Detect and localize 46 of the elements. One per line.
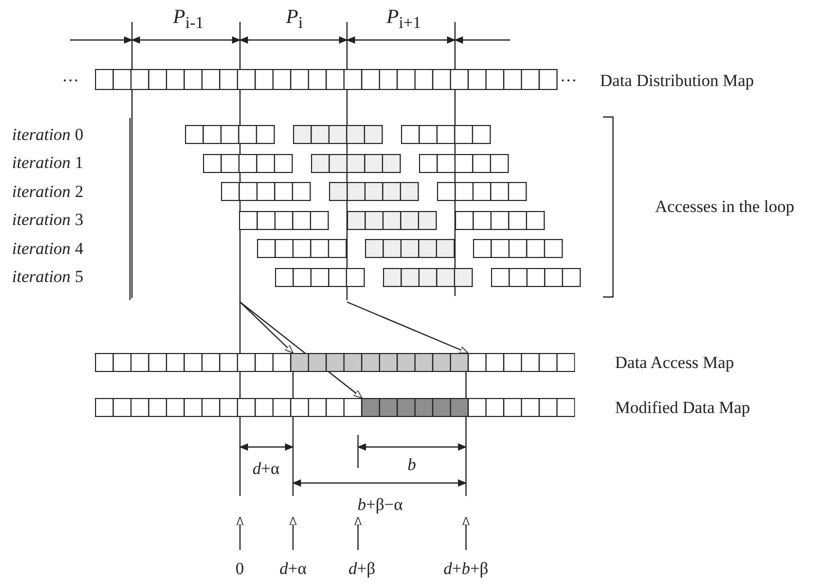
arrow	[240, 302, 294, 354]
group-label: Accesses in the loop	[655, 198, 794, 214]
access-block	[293, 125, 383, 144]
map-label: ···	[62, 72, 79, 88]
iteration-label: iteration 0	[12, 126, 84, 142]
access-block	[203, 154, 293, 172]
access-block	[329, 182, 419, 201]
position-label: d+β	[348, 560, 376, 576]
iteration-label: iteration 4	[12, 240, 84, 256]
map-label: Modified Data Map	[615, 398, 750, 416]
partition-label: P$_{i-1}$	[173, 7, 204, 32]
position-label: d+α	[280, 560, 306, 576]
access-block	[437, 182, 527, 201]
arrow	[346, 301, 468, 354]
access-block	[365, 239, 455, 258]
partition-label: P$_{i}$	[286, 7, 303, 32]
iteration-label: iteration 1	[12, 154, 84, 170]
access-block	[419, 154, 509, 172]
memory-map	[95, 398, 576, 417]
map-label: ···	[560, 72, 577, 88]
position-label: 0	[236, 560, 244, 576]
access-block	[221, 182, 311, 201]
access-block	[491, 268, 581, 286]
iteration-label: iteration 2	[12, 182, 84, 200]
access-block	[239, 210, 329, 230]
access-block	[347, 210, 437, 230]
access-block	[275, 268, 365, 286]
access-block	[401, 125, 491, 144]
partition-label: P$_{i+1}$	[386, 7, 422, 32]
map-label: Data Distribution Map	[600, 72, 754, 88]
iteration-label: iteration 5	[12, 268, 84, 284]
access-block	[473, 239, 563, 258]
access-block	[311, 154, 401, 172]
access-block	[257, 239, 347, 258]
iteration-label: iteration 3	[12, 210, 84, 228]
map-label: Data Access Map	[615, 354, 734, 370]
dimension-label: b	[408, 456, 416, 472]
memory-map	[95, 353, 576, 372]
position-label: d+b+β	[444, 560, 488, 576]
dimension-label: d+α	[252, 460, 280, 476]
arrow	[240, 302, 362, 398]
access-block	[383, 268, 473, 286]
memory-map	[95, 69, 558, 90]
access-block	[455, 210, 545, 230]
dimension-label: b+β−α	[358, 496, 403, 512]
access-block	[185, 125, 275, 144]
